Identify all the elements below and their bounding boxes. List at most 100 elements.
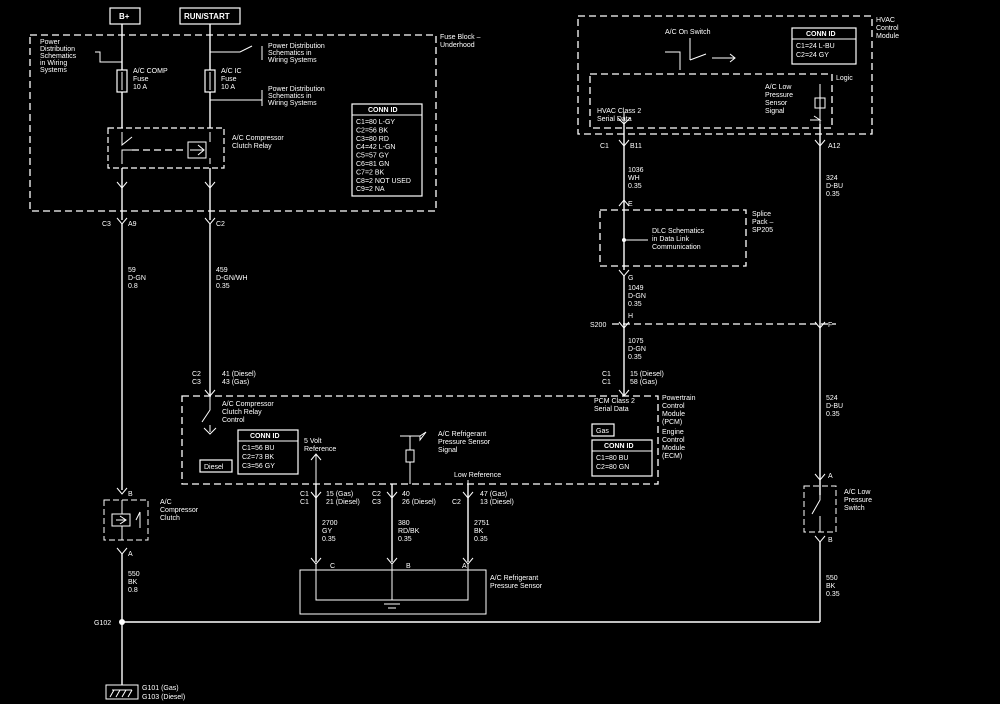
hvac-conn-rows: C1=24 L-BU C2=24 GY xyxy=(796,43,835,59)
pcm-bot-40: 40 xyxy=(402,491,410,498)
pd-right2-3: Wiring Systems xyxy=(268,100,317,107)
fuse2-label-2: Fuse xyxy=(221,76,237,83)
pd-left-5: Systems xyxy=(40,67,67,74)
hvac-sensor-3: Sensor xyxy=(765,100,788,107)
fuse2-label-3: 10 A xyxy=(221,84,235,91)
pcm-gas-label: Gas xyxy=(596,428,609,435)
sensor-pin-b: B xyxy=(406,563,411,570)
splice-label-2: Pack – xyxy=(752,219,774,226)
wire2700-3: 0.35 xyxy=(322,536,336,543)
sensor-pin-a: A xyxy=(462,563,467,570)
wire59-2: D-GN xyxy=(128,275,146,282)
hvac-module-outline xyxy=(577,15,873,135)
wire324-1: 324 xyxy=(826,175,838,182)
wire1075-3: 0.35 xyxy=(628,354,642,361)
low-pressure-switch-icon xyxy=(803,485,837,533)
pcm-title-1: Powertrain xyxy=(662,395,696,402)
wire550-2: BK xyxy=(128,579,138,586)
pcm-bot-c2b: C2 xyxy=(452,499,461,506)
wire1075-1: 1075 xyxy=(628,338,644,345)
wire1036-1: 1036 xyxy=(628,167,644,174)
wire2751-3: 0.35 xyxy=(474,536,488,543)
wire459-1: 459 xyxy=(216,267,228,274)
pcm-bot-21d: 21 (Diesel) xyxy=(326,499,360,506)
lp-label-3: Switch xyxy=(844,505,865,512)
pcm-bot-26d: 26 (Diesel) xyxy=(402,499,436,506)
clutch-pin-b: B xyxy=(128,491,133,498)
wire459-3: 0.35 xyxy=(216,283,230,290)
pcm-conn-id-box xyxy=(237,429,299,475)
battery-box xyxy=(109,7,141,25)
splice-g102: G102 xyxy=(94,620,111,627)
pcm-sig-3: Signal xyxy=(438,447,458,454)
dlc-label-3: Communication xyxy=(652,244,701,251)
dlc-pin-g: G xyxy=(628,275,633,282)
pcm-bot-c1b: C1 xyxy=(300,499,309,506)
wire524-2: D-BU xyxy=(826,403,843,410)
wire1049-1: 1049 xyxy=(628,285,644,292)
ground-icon xyxy=(105,684,139,700)
pd-left-2: Distribution xyxy=(40,46,75,53)
pcm-low-ref: Low Reference xyxy=(454,472,501,479)
run-start-label: RUN/START xyxy=(184,12,230,21)
wire59-1: 59 xyxy=(128,267,136,274)
hvac-logic-label: Logic xyxy=(836,75,853,82)
relay-ctrl-2: Clutch Relay xyxy=(222,409,262,416)
hvac-sensor-1: A/C Low xyxy=(765,84,792,91)
pd-right2-2: Schematics in xyxy=(268,93,312,100)
wire380-2: RD/BK xyxy=(398,528,420,535)
pcm-bot-15g: 15 (Gas) xyxy=(326,491,353,498)
hvac-logic-outline xyxy=(589,73,833,129)
lp-pin-a: A xyxy=(828,473,833,480)
hvac-class2-2: Serial Data xyxy=(597,116,632,123)
pcm-sig-2: Pressure Sensor xyxy=(438,439,491,446)
wire1049-3: 0.35 xyxy=(628,301,642,308)
pcm-top-c2: C2 xyxy=(192,371,201,378)
pcm-diesel-tag xyxy=(199,459,233,473)
conn-id-row: C2=24 GY xyxy=(796,52,829,59)
conn-id-row: C4=42 L-GN xyxy=(356,144,396,151)
pcm-ref-1: 5 Volt xyxy=(304,438,322,445)
relay-ctrl-1: A/C Compressor xyxy=(222,401,274,408)
pcm-c1b: C1 xyxy=(602,379,611,386)
conn-id-row: C1=24 L-BU xyxy=(796,43,835,50)
conn-id-row: C2=56 BK xyxy=(356,127,388,134)
wire1036-2: WH xyxy=(628,175,640,182)
pcm-sig-1: A/C Refrigerant xyxy=(438,431,486,438)
ac-ic-fuse-icon xyxy=(204,69,216,93)
wire550-1: 550 xyxy=(128,571,140,578)
conn-id-row: C2=73 BK xyxy=(242,454,274,461)
pd-left-4: in Wiring xyxy=(40,60,67,67)
pcm-title-3: Module xyxy=(662,411,685,418)
wire550b-3: 0.35 xyxy=(826,591,840,598)
pcm-58g: 58 (Gas) xyxy=(630,379,657,386)
pcm-gas-tag xyxy=(591,423,615,437)
sensor-signal-icon xyxy=(400,431,427,484)
fuse-pin-c2: C2 xyxy=(216,221,225,228)
hvac-class2-1: HVAC Class 2 xyxy=(597,108,641,115)
hvac-pin-c1: C1 xyxy=(600,143,609,150)
compressor-relay-icon xyxy=(107,127,225,169)
conn-id-row: C6=81 GN xyxy=(356,161,389,168)
hvac-title-3: Module xyxy=(876,33,899,40)
fuse-block-conn-id-box xyxy=(351,103,423,197)
hvac-title-2: Control xyxy=(876,25,899,32)
pcm-top-43: 43 (Gas) xyxy=(222,379,249,386)
pd-right2-1: Power Distribution xyxy=(268,86,325,93)
wire324-2: D-BU xyxy=(826,183,843,190)
pd-left-1: Power xyxy=(40,39,61,46)
dlc-label-1: DLC Schematics xyxy=(652,228,705,235)
clutch-label-3: Clutch xyxy=(160,515,180,522)
dlc-pin-f: F xyxy=(828,322,832,329)
pd-right-2: Schematics in xyxy=(268,50,312,57)
relay-label-1: A/C Compressor xyxy=(232,135,284,142)
wire459-2: D-GN/WH xyxy=(216,275,248,282)
fuse-pin-a9: A9 xyxy=(128,221,137,228)
conn-id-row: C8=2 NOT USED xyxy=(356,178,411,185)
wire2700-2: GY xyxy=(322,528,332,535)
pcm-c1: C1 xyxy=(602,371,611,378)
